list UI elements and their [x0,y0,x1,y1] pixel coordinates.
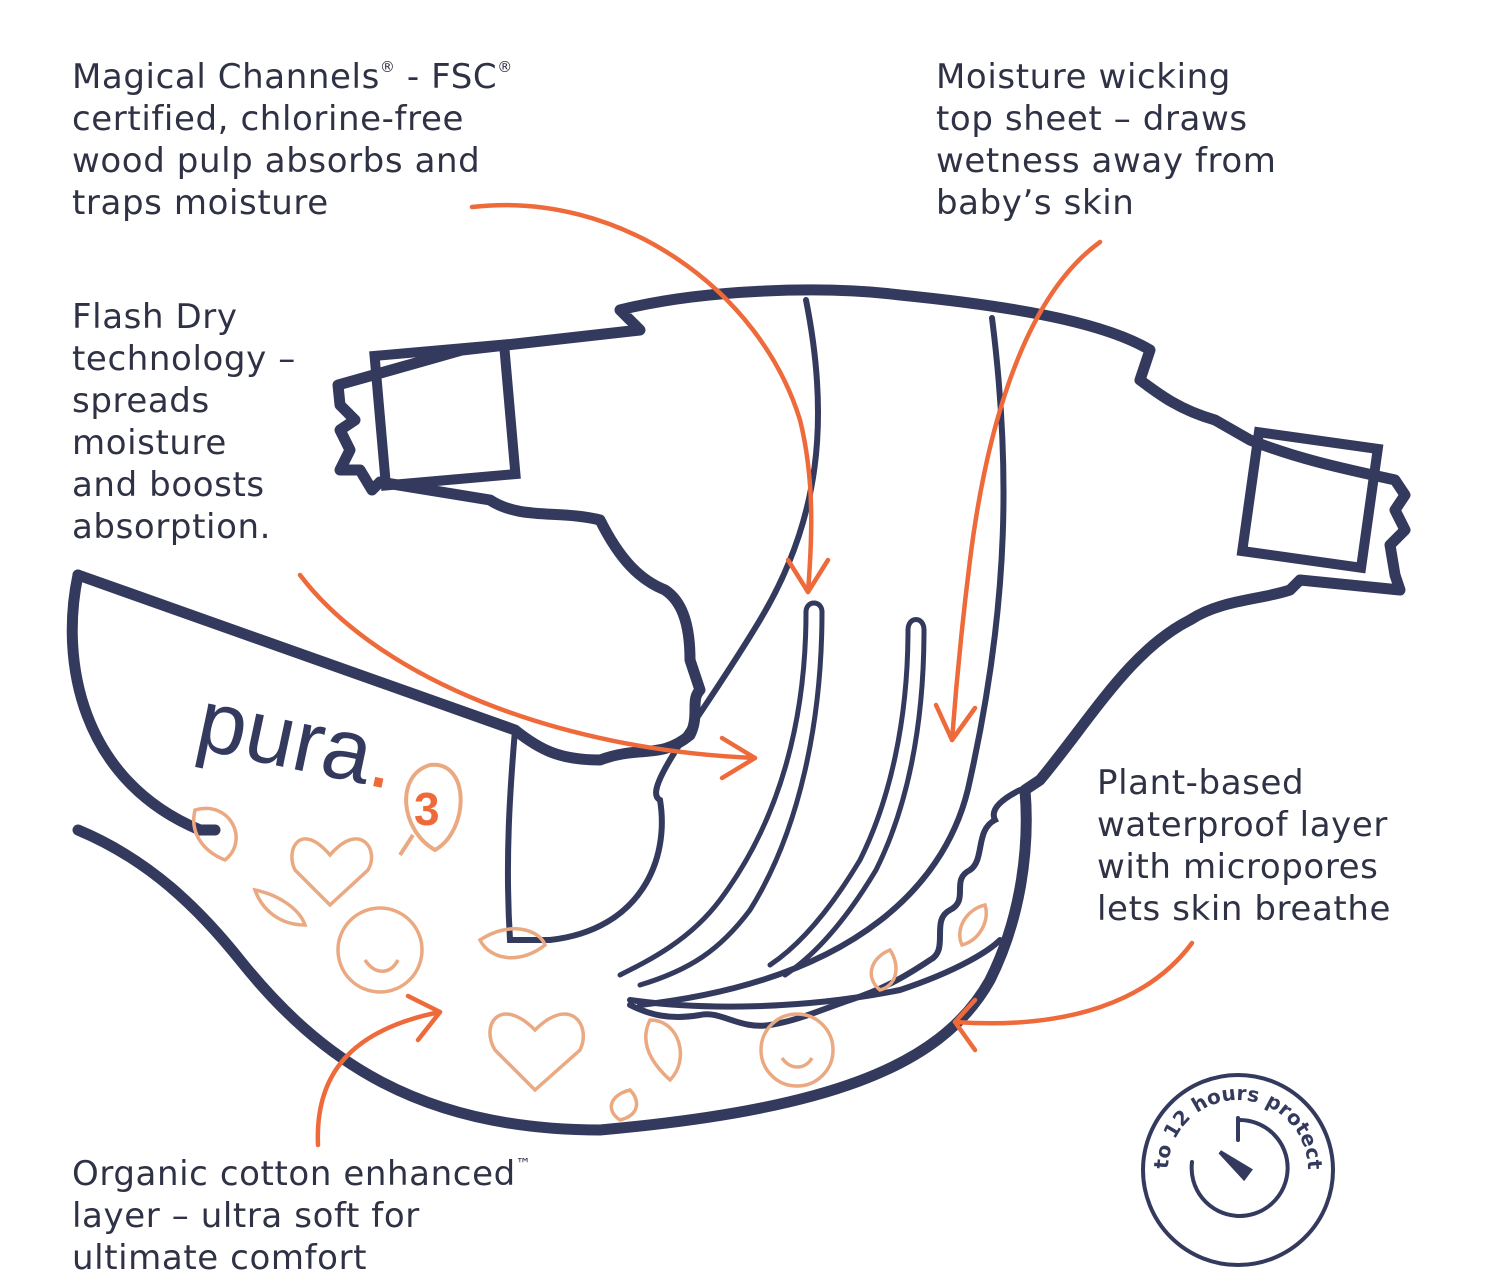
text: spreads [72,381,210,421]
leaf-print-icon [869,947,898,992]
leg-ruffle [627,787,1023,1029]
text: and boosts [72,465,265,505]
diaper-left-wing [66,569,221,836]
text: wood pulp absorbs and [72,141,481,181]
arrowhead [405,993,443,1043]
arrowhead [952,997,978,1053]
leaf-print-icon [958,902,988,948]
registered-mark: ® [497,58,513,76]
text: waterproof layer [1097,805,1388,845]
diaper-shell [66,284,1411,1136]
callout-flash-dry: Flash Dry technology – spreads moisture … [72,296,296,548]
text: - FSC [395,57,498,97]
arrow-organic-cotton [315,1009,443,1148]
leaf-print-icon [192,806,238,863]
baby-smile-icon [780,1056,814,1069]
text: technology – [72,339,296,379]
callout-magical-channels: Magical Channels® - FSC® certified, chlo… [72,56,513,224]
channel-left-cap [803,600,825,615]
arrowhead [933,702,978,743]
registered-mark: ® [379,58,396,76]
text: moisture [72,423,227,463]
left-tab [369,339,521,491]
callout-organic-cotton: Organic cotton enhanced™ layer – ultra s… [72,1153,531,1279]
trademark-mark: ™ [515,1155,532,1173]
channel-left-inner [637,609,825,988]
magical-channels [617,600,927,988]
brand-logo: pura. [189,669,406,808]
text: with micropores [1097,847,1379,887]
text: Flash Dry [72,297,238,337]
text: traps moisture [72,183,329,223]
baby-face-icon [336,906,424,994]
timer-icon [1189,1116,1290,1218]
text: Plant-based [1097,763,1305,803]
leaf-stem-icon [398,833,415,857]
callout-moisture-wicking: Moisture wicking top sheet – draws wetne… [936,56,1277,224]
channel-left-outer [617,609,809,978]
size-number: 3 [414,783,440,835]
leaf-print-icon [252,887,308,927]
arrowhead [719,735,758,781]
arrow-plant-based [952,940,1195,1026]
diaper-print: pura. 3 [189,669,988,1122]
channel-right-outer [767,627,911,968]
leaf-print-icon [477,927,548,960]
text: lets skin breathe [1097,889,1391,929]
text: ultimate comfort [72,1238,368,1278]
right-tab [1236,426,1384,574]
text: baby’s skin [936,183,1135,223]
heart-globe-icon [488,1012,586,1093]
text: Organic cotton enhanced [72,1154,516,1194]
leaf-print-icon [609,1088,639,1122]
channel-right-inner [782,627,927,978]
diaper-body-outline [72,284,1411,1136]
pad-right-edge [637,315,1007,1008]
arrow-moisture-wicking [949,239,1103,743]
text: Magical Channels [72,57,380,97]
text: layer – ultra soft for [72,1196,420,1236]
heart-globe-icon [290,837,374,908]
baby-face-icon [759,1012,835,1088]
text: Moisture wicking [936,57,1231,97]
text: certified, chlorine-free [72,99,464,139]
arrowhead [785,557,831,595]
arrow-flash-dry [297,572,758,761]
arrow-magical-channels [469,202,814,595]
text: absorption. [72,507,272,547]
channel-right-cap [905,617,927,633]
callout-arrows [297,202,1195,1148]
baby-smile-icon [363,958,400,973]
leaf-print-icon [644,1018,682,1083]
callout-plant-based: Plant-based waterproof layer with microp… [1097,762,1391,930]
text: top sheet – draws [936,99,1248,139]
inner-pad [504,297,1023,1029]
pad-left-edge [504,297,822,943]
leaf-icon [404,762,463,853]
text: wetness away from [936,141,1277,181]
